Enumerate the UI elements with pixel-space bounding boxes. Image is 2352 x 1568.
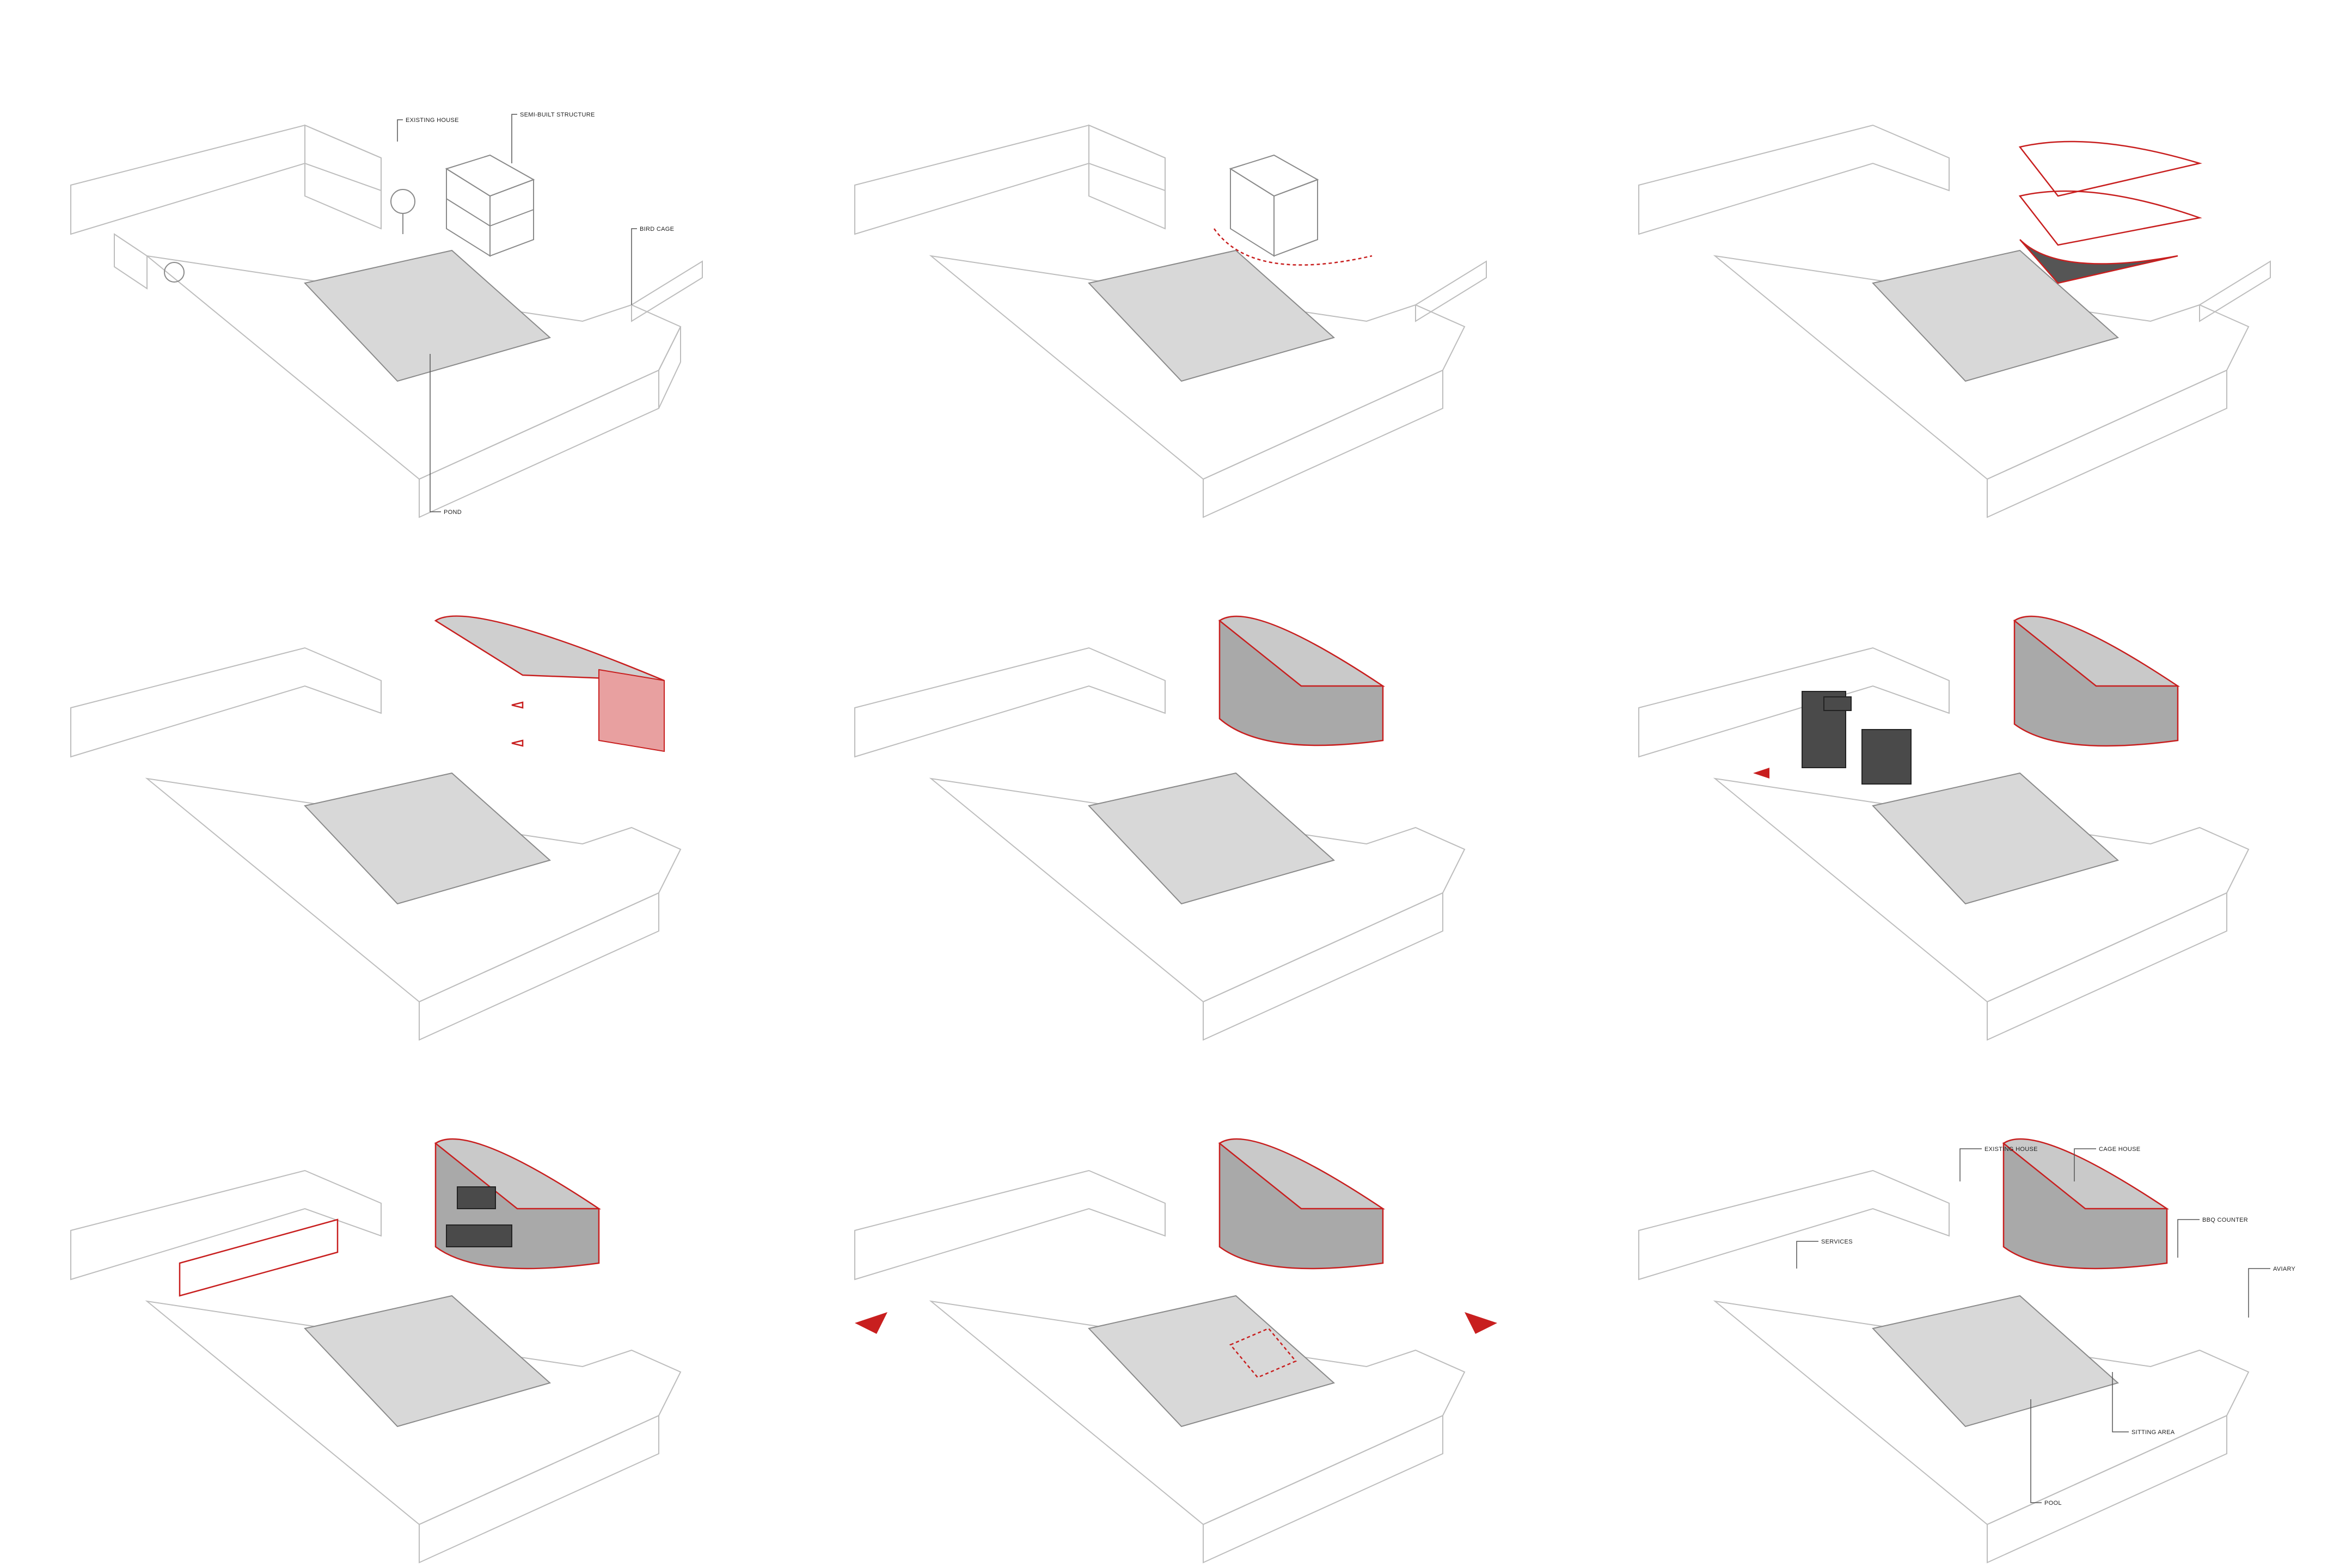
panel-4-shift: [0, 523, 784, 1045]
leader-sitting-area: [2112, 1372, 2129, 1432]
panel-8-access: [784, 1045, 1568, 1568]
panel-9-svg: SERVICES EXISTING HOUSE CAGE HOUSE BBQ C…: [1638, 1138, 2295, 1564]
entry-arrow-icon: [855, 1312, 887, 1334]
red-wall: [598, 669, 665, 752]
floor-plate-top: [2018, 140, 2202, 197]
label-sitting-area: SITTING AREA: [2132, 1429, 2175, 1436]
panel-2-footprint: [784, 0, 1568, 523]
floor-plate-ground: [2019, 239, 2178, 284]
site-base: [70, 647, 682, 1041]
label-pond: POND: [444, 509, 462, 516]
leader-pool: [2030, 1399, 2042, 1503]
panel-5-svg: [854, 615, 1466, 1041]
semi-built-structure: [445, 154, 535, 257]
panel-1-svg: EXISTING HOUSE SEMI-BUILT STRUCTURE BIRD…: [70, 112, 703, 518]
footprint-arc: [1213, 228, 1373, 266]
panel-3-floor-plates: [1568, 0, 2352, 523]
boundary-outline: [179, 1218, 339, 1297]
dark-box: [1861, 729, 1912, 785]
site-base: [70, 1169, 682, 1564]
leader-bird-cage: [631, 228, 637, 305]
shift-arrow: [511, 701, 524, 709]
site-base: [854, 124, 1487, 518]
label-existing-house-final: EXISTING HOUSE: [1984, 1146, 2038, 1153]
pond-shape: [1872, 772, 2120, 905]
panel-2-svg: [854, 124, 1487, 518]
shifted-plate-top: [434, 615, 665, 682]
leader-bbq-counter: [2177, 1219, 2200, 1258]
cylinder-top: [434, 1138, 602, 1210]
semi-built-structure: [1229, 154, 1319, 257]
panel-5-massing: [784, 523, 1568, 1045]
site-base: [1638, 124, 2271, 518]
label-semi-built: SEMI-BUILT STRUCTURE: [520, 112, 595, 118]
leader-aviary: [2248, 1268, 2270, 1318]
site-base: [854, 647, 1466, 1041]
pool-shape: [1872, 1295, 2120, 1428]
cylinder-top: [2013, 615, 2180, 687]
site-base: [1638, 647, 2250, 1041]
panel-7-openings: [0, 1045, 784, 1568]
pond-shape: [304, 1295, 552, 1428]
leader-pond: [430, 354, 441, 512]
leader-existing-house: [1959, 1148, 1982, 1181]
site-base: [70, 124, 703, 518]
pond-shape: [1088, 772, 1336, 905]
tree-icon: [164, 262, 185, 283]
pond-shape: [1088, 1295, 1336, 1428]
panel-7-svg: [70, 1138, 682, 1564]
panel-6-elements: [1568, 523, 2352, 1045]
label-services: SERVICES: [1821, 1239, 1853, 1245]
panel-4-svg: [70, 615, 682, 1041]
pond-shape: [1872, 249, 2120, 382]
panel-6-svg: [1638, 615, 2250, 1041]
leader-services: [1796, 1241, 1818, 1269]
ground-opening: [446, 1224, 512, 1247]
label-pool: POOL: [2044, 1500, 2062, 1506]
floor-plate-middle: [2018, 190, 2202, 246]
entry-arrow-icon: [1753, 768, 1769, 779]
window-opening: [457, 1186, 496, 1209]
cylinder-top: [1218, 615, 1386, 687]
pond-shape: [1088, 249, 1336, 382]
cylinder-top: [1218, 1138, 1386, 1210]
label-existing-house: EXISTING HOUSE: [406, 117, 459, 124]
pond-shape: [304, 249, 552, 382]
entry-arrow-icon: [1465, 1312, 1497, 1334]
label-bbq-counter: BBQ COUNTER: [2202, 1217, 2248, 1223]
panel-1-existing-site: EXISTING HOUSE SEMI-BUILT STRUCTURE BIRD…: [0, 0, 784, 523]
shift-arrow-lower: [511, 739, 524, 747]
site-base: [854, 1169, 1466, 1564]
label-aviary: AVIARY: [2273, 1266, 2295, 1272]
panel-3-svg: [1638, 124, 2271, 518]
leader-existing-house: [397, 119, 403, 142]
panel-8-svg: [854, 1138, 1497, 1564]
zone-outline: [1229, 1327, 1297, 1379]
label-cage-house: CAGE HOUSE: [2099, 1146, 2140, 1153]
leader-cage-house: [2074, 1148, 2096, 1181]
leader-semi-built: [511, 114, 517, 163]
site-base: [1638, 1169, 2250, 1564]
label-bird-cage: BIRD CAGE: [640, 226, 674, 232]
tree-icon: [390, 189, 415, 234]
cage-house-top: [2002, 1138, 2170, 1210]
panel-9-final: SERVICES EXISTING HOUSE CAGE HOUSE BBQ C…: [1568, 1045, 2352, 1568]
pond-shape: [304, 772, 552, 905]
small-dark-box: [1823, 696, 1852, 711]
